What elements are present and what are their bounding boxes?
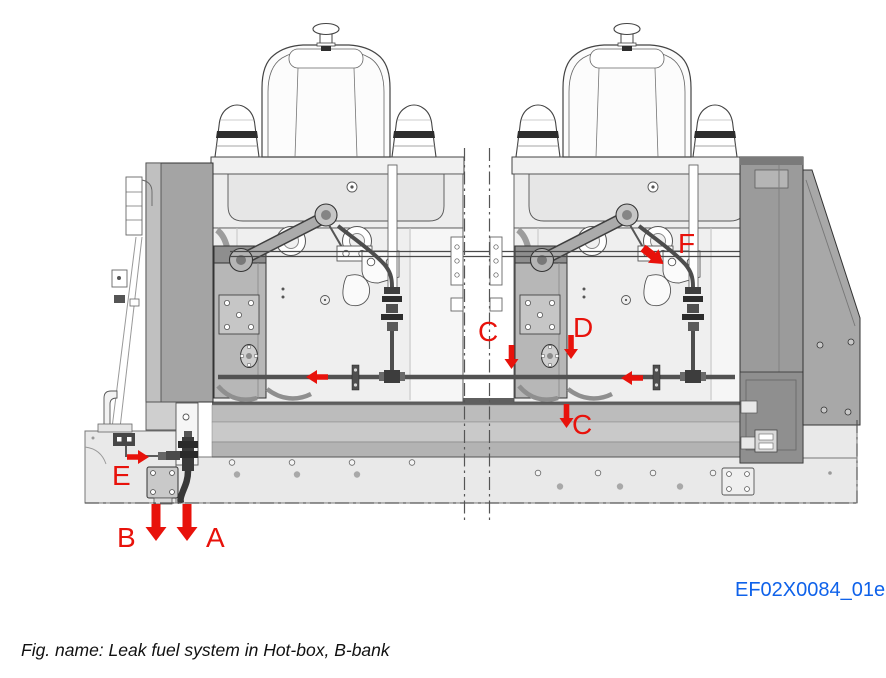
right-end-bracket: [739, 156, 861, 464]
label-f: F: [678, 228, 696, 259]
end-bolt-plate: [721, 467, 755, 496]
flow-arrow-a: [176, 504, 198, 541]
flow-arrow-e: [127, 450, 149, 464]
left-engine-unit: [211, 24, 464, 403]
label-d: D: [573, 312, 594, 343]
leak-fuel-collector: [113, 402, 199, 505]
figure-caption: Fig. name: Leak fuel system in Hot-box, …: [21, 640, 390, 660]
flow-arrow-f: [640, 244, 664, 265]
center-divider: [85, 148, 858, 520]
label-a: A: [206, 522, 225, 553]
flow-arrow-leak-pipe-right: [621, 371, 643, 385]
flow-arrow-d: [564, 335, 578, 359]
label-b: B: [117, 522, 136, 553]
end-gusset: [802, 169, 861, 426]
mounting-rails: [211, 398, 832, 496]
label-c-upper: C: [478, 316, 499, 347]
flow-arrow-leak-pipe-left: [306, 370, 328, 384]
pipe-clamp: [351, 364, 661, 391]
flow-arrow-c-lower: [559, 404, 574, 428]
pipe-union: [379, 370, 706, 383]
leak-fuel-pipe: [218, 364, 735, 391]
right-engine-unit: [512, 24, 765, 403]
figure-reference-code: EF02X0084_01en: [735, 579, 886, 601]
flow-arrow-c-upper: [504, 345, 519, 369]
label-e: E: [112, 460, 131, 491]
flow-arrow-b: [145, 504, 167, 541]
left-end-wall: [97, 162, 214, 433]
foundation-bolt-holes: [228, 459, 717, 490]
annotation-arrows: [127, 244, 664, 541]
drain-hose-a: [177, 470, 192, 505]
label-c-lower: C: [572, 409, 593, 440]
